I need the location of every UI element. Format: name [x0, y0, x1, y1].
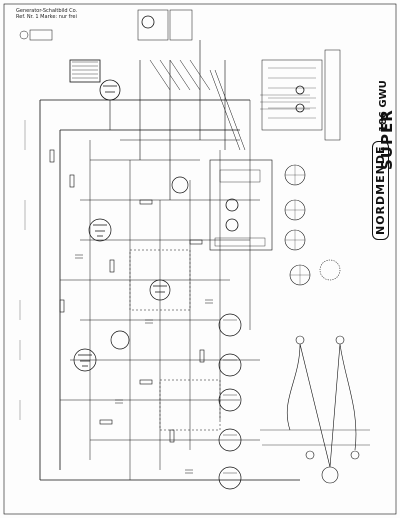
header-line-1: Generator-Schaltbild Co. [16, 8, 78, 14]
header-note: Generator-Schaltbild Co. Ref. Nr. 1 Mark… [16, 8, 77, 20]
archive-stamp [19, 29, 53, 41]
header-line-2: Ref. Nr. 1 Marke: nur frei [16, 14, 77, 20]
